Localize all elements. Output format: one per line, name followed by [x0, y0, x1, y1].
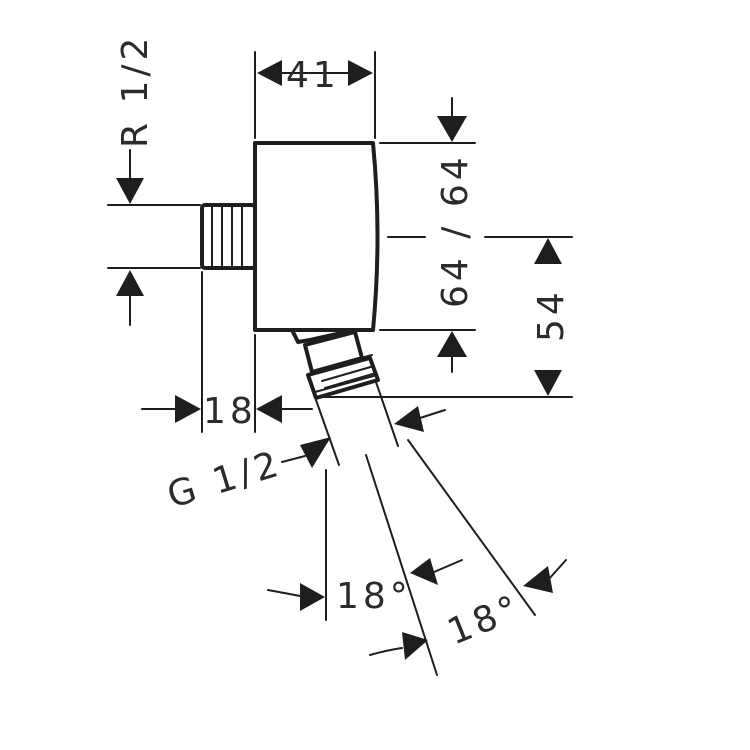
dimension-height: 64 / 64	[379, 97, 476, 373]
depth-label: 18	[203, 391, 257, 432]
width-label: 41	[286, 55, 340, 96]
dimension-depth: 18	[141, 271, 313, 433]
dimension-offset: 54	[314, 236, 573, 398]
outlet-connector	[290, 328, 380, 400]
wall-outlet-body	[253, 141, 380, 332]
angle-1-label: 18°	[336, 576, 412, 617]
inlet-thread-nipple	[200, 203, 257, 270]
dimension-width: 41	[254, 51, 376, 139]
inlet-thread-label: R 1/2	[115, 34, 156, 148]
dimension-angles: 18° 18°	[267, 439, 567, 676]
dimension-inlet-thread: R 1/2	[107, 34, 201, 326]
angle-2-label: 18°	[442, 587, 528, 653]
outlet-thread-label: G 1/2	[163, 443, 287, 516]
height-label: 64 / 64	[435, 153, 476, 308]
offset-label: 54	[531, 288, 572, 342]
